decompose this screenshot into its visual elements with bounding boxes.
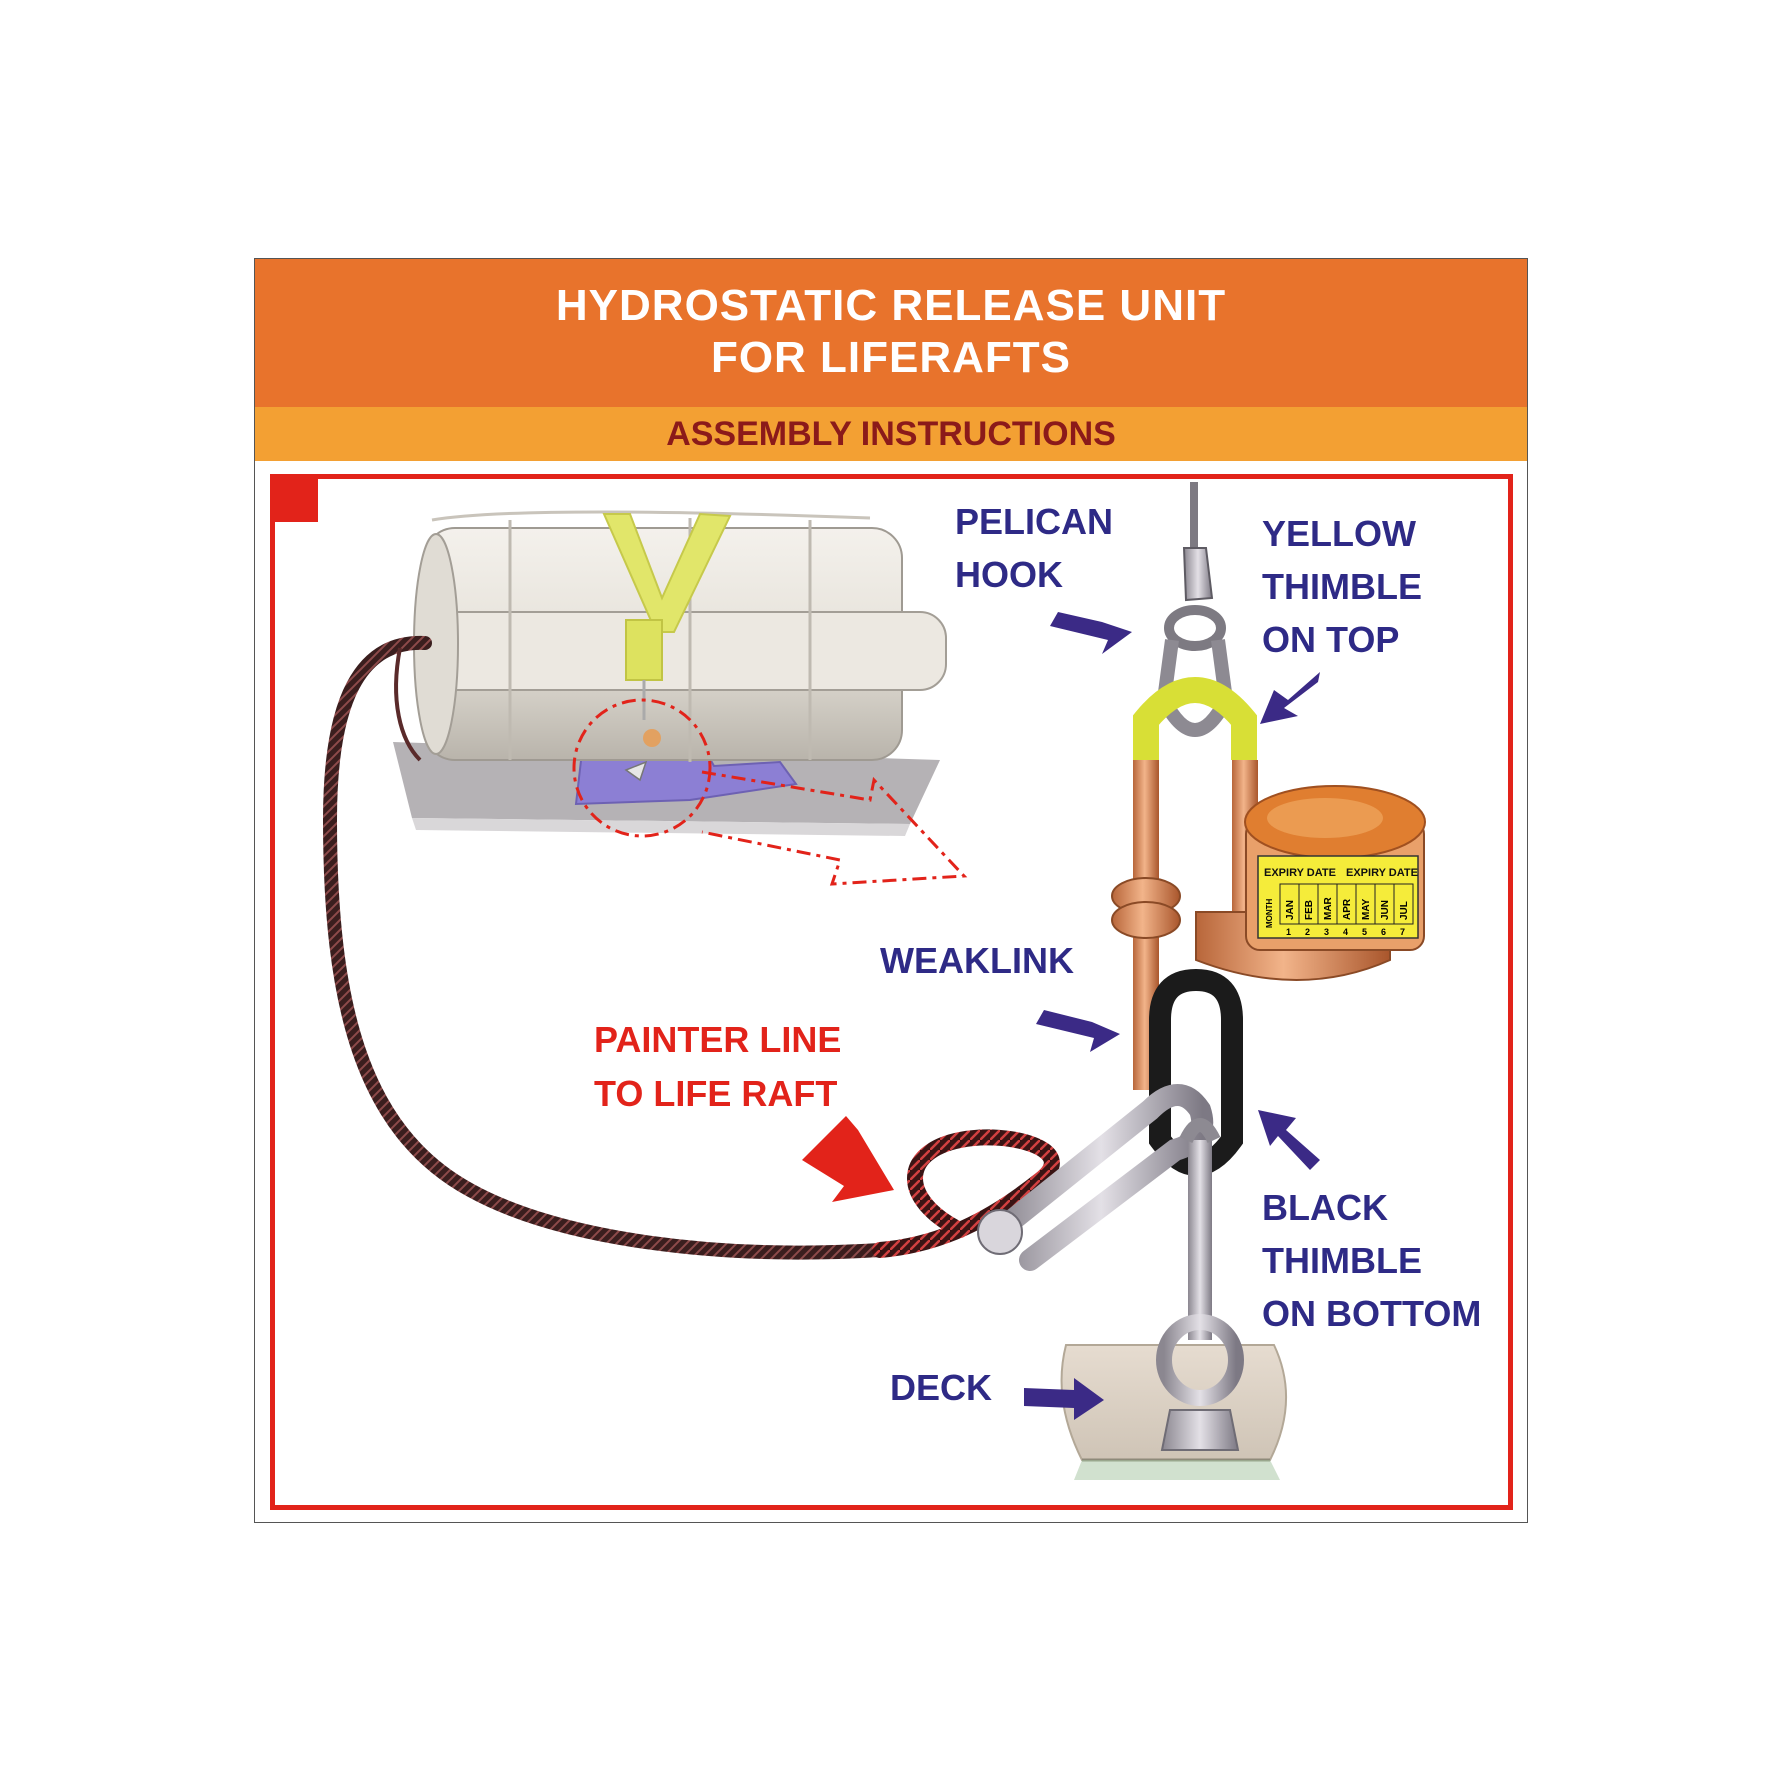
month-row: MONTH JAN 1 FEB 2 MAR 3 APR 4 MAY 5 JUN 6 JUL 7	[1265, 883, 1414, 937]
painter-line-rope	[322, 635, 1060, 1260]
title-line-1: HYDROSTATIC RELEASE UNIT	[555, 281, 1227, 330]
month-number: 6	[1381, 927, 1386, 937]
diagram-frame	[270, 474, 1513, 1510]
label-pelican-1: PELICAN	[955, 501, 1113, 542]
label-painter-2: TO LIFE RAFT	[594, 1073, 837, 1114]
yellow-thimble-shape	[1133, 677, 1257, 760]
month-tag: MONTH	[1265, 898, 1274, 928]
hru-assembly: EXPIRY DATE EXPIRY DATE MONTH JAN 1 FEB 2 MAR…	[977, 482, 1426, 1480]
subtitle-band: ASSEMBLY INSTRUCTIONS	[255, 407, 1527, 461]
deck-eye	[1156, 1314, 1244, 1406]
yellow-thimble-arrow	[1260, 672, 1320, 724]
weaklink-arrow	[1036, 1010, 1120, 1052]
month-label: MAY	[1361, 898, 1372, 920]
month-label: JUL	[1399, 901, 1410, 920]
month-number: 1	[1286, 927, 1291, 937]
month-label: APR	[1342, 898, 1353, 920]
month-label: MAR	[1323, 896, 1334, 920]
title-band: HYDROSTATIC RELEASE UNIT FOR LIFERAFTS	[255, 259, 1527, 407]
deck-arrow	[1024, 1378, 1104, 1420]
black-thimble-arrow	[1258, 1110, 1320, 1170]
month-number: 5	[1362, 927, 1367, 937]
label-yellow-2: THIMBLE	[1262, 566, 1422, 607]
label-black-1: BLACK	[1262, 1187, 1388, 1228]
month-label: FEB	[1304, 900, 1315, 920]
hru-canister: EXPIRY DATE EXPIRY DATE MONTH JAN 1 FEB 2 MAR…	[1195, 785, 1426, 981]
label-weaklink: WEAKLINK	[880, 940, 1074, 981]
label-painter-1: PAINTER LINE	[594, 1019, 841, 1060]
subtitle: ASSEMBLY INSTRUCTIONS	[666, 415, 1116, 453]
expiry-text-1: EXPIRY DATE	[1264, 867, 1336, 879]
month-label: JAN	[1285, 900, 1296, 920]
liferaft-canister	[393, 510, 968, 886]
label-black-3: ON BOTTOM	[1262, 1293, 1481, 1334]
label-pelican-2: HOOK	[955, 554, 1063, 595]
frame-corner-mark	[270, 474, 318, 522]
wire-top	[1190, 482, 1198, 550]
pelican-hook-shape	[1182, 547, 1214, 602]
pelican-hook-arrow	[1050, 612, 1132, 654]
label-black-2: THIMBLE	[1262, 1240, 1422, 1281]
detail-callout-circle	[572, 698, 712, 838]
month-label: JUN	[1380, 900, 1391, 920]
month-number: 3	[1324, 927, 1329, 937]
month-number: 4	[1343, 927, 1348, 937]
label-yellow-1: YELLOW	[1262, 513, 1416, 554]
painter-line-arrow	[802, 1116, 894, 1202]
month-number: 2	[1305, 927, 1310, 937]
label-yellow-3: ON TOP	[1262, 619, 1399, 660]
title-line-2: FOR LIFERAFTS	[710, 333, 1072, 382]
detail-callout-arrow	[701, 770, 968, 886]
expiry-text-2: EXPIRY DATE	[1346, 867, 1418, 879]
month-cell	[1393, 883, 1414, 925]
month-number: 7	[1400, 927, 1405, 937]
black-thimble-shape	[1149, 968, 1243, 1176]
label-deck: DECK	[890, 1367, 992, 1408]
